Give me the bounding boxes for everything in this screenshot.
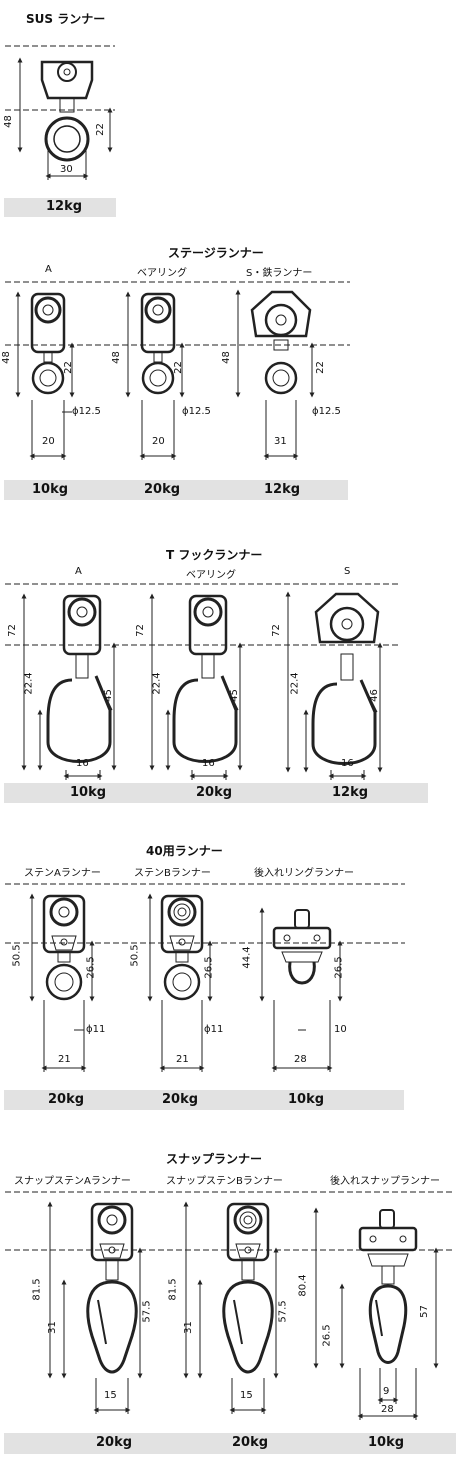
snap-runner-drawing — [5, 1191, 455, 1420]
thook-a-dim-45: 45 — [102, 689, 114, 702]
thook-variant-s: S — [344, 566, 351, 577]
r40-variant-a: ステンAランナー — [24, 868, 101, 879]
r40-weight-a: 20kg — [48, 1092, 85, 1107]
thook-variant-a: A — [75, 566, 82, 577]
snap-b-dim-31: 31 — [182, 1321, 194, 1334]
stage-weight-bar: 10kg 20kg 12kg — [4, 480, 348, 500]
r40-ring-dim-26-5: 26.5 — [333, 956, 345, 979]
snap-a-dim-57-5: 57.5 — [141, 1300, 153, 1323]
thook-a-dim-16: 16 — [76, 758, 89, 769]
snap-rear-dim-9: 9 — [383, 1386, 390, 1397]
snap-a-dim-15: 15 — [104, 1390, 117, 1401]
thook-bearing-dim-16: 16 — [202, 758, 215, 769]
thook-variant-bearing: ベアリング — [186, 570, 236, 581]
stage-bearing-dim-22: 22 — [172, 361, 184, 374]
stage-variant-a: A — [45, 264, 52, 275]
r40-b-dim-21: 21 — [176, 1054, 189, 1065]
sus-section-title: SUS ランナー — [26, 12, 106, 26]
snap-section-title: スナップランナー — [166, 1152, 263, 1166]
snap-variant-a: スナップステンAランナー — [14, 1176, 131, 1187]
stage-a-dim-22: 22 — [62, 361, 74, 374]
sus-weight-bar: 12kg — [4, 198, 116, 217]
stage-s-dim-22: 22 — [314, 361, 326, 374]
r40-section-title: 40用ランナー — [146, 844, 223, 858]
snap-weight-rear: 10kg — [368, 1435, 405, 1450]
snap-variant-rear: 後入れスナップランナー — [330, 1176, 440, 1187]
stage-a-dim-phi: ϕ12.5 — [72, 406, 101, 417]
snap-a-dim-81-5: 81.5 — [31, 1278, 43, 1301]
r40-b-dim-phi11: ϕ11 — [204, 1024, 224, 1035]
stage-variant-s: S・鉄ランナー — [246, 268, 313, 279]
thook-weight-a: 10kg — [70, 785, 107, 800]
snap-b-dim-57-5: 57.5 — [277, 1300, 289, 1323]
r40-a-dim-26-5: 26.5 — [85, 956, 97, 979]
stage-variant-bearing: ベアリング — [137, 268, 187, 279]
snap-rear-dim-80-4: 80.4 — [297, 1274, 309, 1297]
stage-weight-s: 12kg — [264, 482, 301, 497]
r40-variant-b: ステンBランナー — [134, 868, 211, 879]
r40-ring-dim-28: 28 — [294, 1054, 307, 1065]
stage-section-title: ステージランナー — [168, 246, 264, 260]
snap-b-dim-81-5: 81.5 — [167, 1278, 179, 1301]
r40-ring-dim-44-4: 44.4 — [241, 946, 253, 969]
r40-runner-drawing — [5, 883, 405, 1072]
r40-weight-b: 20kg — [162, 1092, 199, 1107]
thook-s-dim-16: 16 — [341, 758, 354, 769]
thook-s-dim-72: 72 — [270, 624, 282, 637]
thook-s-dim-46: 46 — [368, 689, 380, 702]
stage-runner-drawing — [5, 281, 350, 460]
thook-section-title: T フックランナー — [166, 548, 263, 562]
stage-bearing-dim-48: 48 — [110, 351, 122, 364]
r40-variant-ring: 後入れリングランナー — [254, 868, 354, 879]
thook-a-dim-22-4: 22.4 — [23, 672, 35, 695]
thook-bearing-dim-72: 72 — [134, 624, 146, 637]
snap-variant-b: スナップステンBランナー — [166, 1176, 283, 1187]
snap-weight-a: 20kg — [96, 1435, 133, 1450]
thook-weight-bearing: 20kg — [196, 785, 233, 800]
stage-a-dim-48: 48 — [0, 351, 12, 364]
sus-dim-48: 48 — [2, 115, 14, 128]
snap-rear-dim-26-5: 26.5 — [321, 1324, 333, 1347]
stage-s-dim-48: 48 — [220, 351, 232, 364]
stage-a-dim-20: 20 — [42, 436, 55, 447]
thook-runner-drawing — [5, 583, 400, 780]
stage-bearing-dim-phi: ϕ12.5 — [182, 406, 211, 417]
stage-s-dim-phi: ϕ12.5 — [312, 406, 341, 417]
thook-a-dim-72: 72 — [6, 624, 18, 637]
stage-weight-a: 10kg — [32, 482, 69, 497]
r40-a-dim-phi11: ϕ11 — [86, 1024, 106, 1035]
r40-b-dim-50-5: 50.5 — [129, 944, 141, 967]
snap-rear-dim-57: 57 — [418, 1305, 430, 1318]
r40-b-dim-26-5: 26.5 — [203, 956, 215, 979]
thook-bearing-dim-45: 45 — [228, 689, 240, 702]
sus-runner-drawing — [5, 45, 115, 180]
snap-weight-bar: 20kg 20kg 10kg — [4, 1433, 456, 1454]
sus-dim-22: 22 — [94, 123, 106, 136]
thook-weight-s: 12kg — [332, 785, 369, 800]
thook-bearing-dim-22-4: 22.4 — [151, 672, 163, 695]
stage-s-dim-31: 31 — [274, 436, 287, 447]
r40-a-dim-50-5: 50.5 — [11, 944, 23, 967]
snap-weight-b: 20kg — [232, 1435, 269, 1450]
thook-s-dim-22-4: 22.4 — [289, 672, 301, 695]
sus-dim-30: 30 — [60, 164, 73, 175]
stage-bearing-dim-20: 20 — [152, 436, 165, 447]
sus-weight: 12kg — [46, 199, 83, 214]
r40-a-dim-21: 21 — [58, 1054, 71, 1065]
snap-a-dim-31: 31 — [46, 1321, 58, 1334]
snap-rear-dim-28: 28 — [381, 1404, 394, 1415]
snap-b-dim-15: 15 — [240, 1390, 253, 1401]
r40-weight-ring: 10kg — [288, 1092, 325, 1107]
stage-weight-bearing: 20kg — [144, 482, 181, 497]
r40-ring-dim-10: 10 — [334, 1024, 347, 1035]
r40-weight-bar: 20kg 20kg 10kg — [4, 1090, 404, 1110]
thook-weight-bar: 10kg 20kg 12kg — [4, 783, 428, 803]
